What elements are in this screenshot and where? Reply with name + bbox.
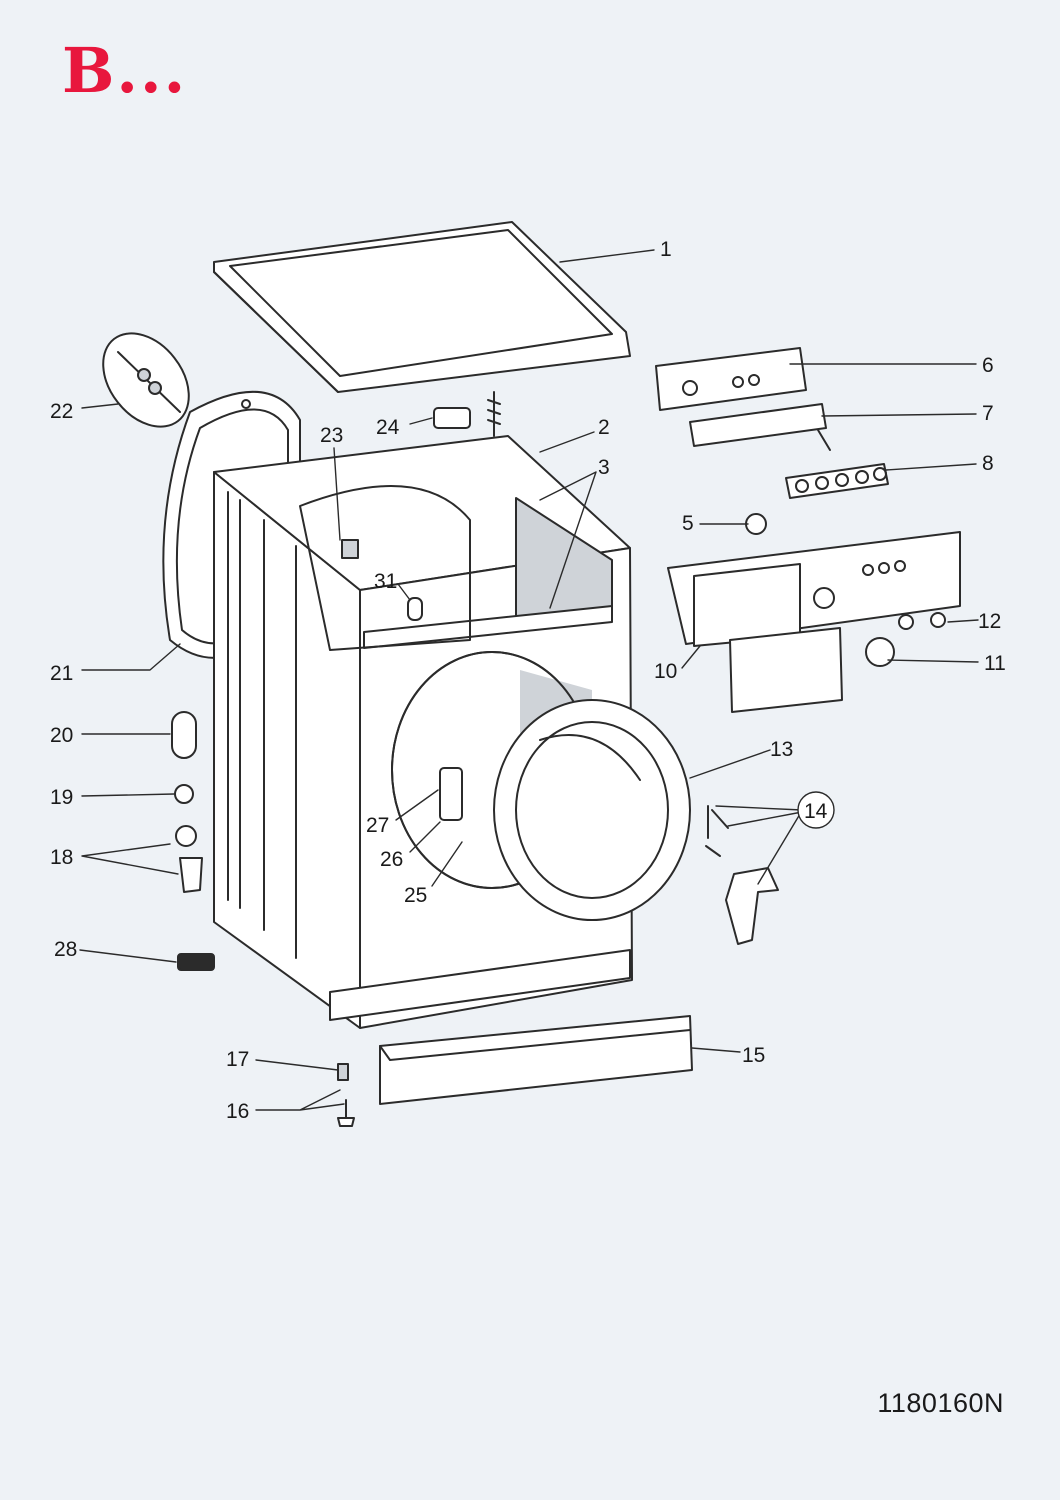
callout-13: 13 <box>770 738 793 761</box>
callout-labels: 1 2 3 5 6 7 8 10 11 12 13 14 15 16 17 18… <box>50 238 1006 1123</box>
callout-14: 14 <box>804 800 828 823</box>
door-latch-part <box>439 767 463 821</box>
inlet-hose-part <box>102 332 190 428</box>
callout-5: 5 <box>682 512 694 535</box>
seal-part <box>171 711 197 759</box>
hinge-set-part <box>705 805 779 945</box>
callout-25: 25 <box>404 884 427 907</box>
door-part <box>493 699 691 921</box>
button-strip-part <box>785 463 889 499</box>
foot-part <box>337 1099 355 1127</box>
callout-28: 28 <box>54 938 77 961</box>
callout-circle-14 <box>797 791 835 829</box>
callout-6: 6 <box>982 354 994 377</box>
leader-lines <box>79 249 979 1111</box>
callout-26: 26 <box>380 848 403 871</box>
bung-part <box>174 784 194 804</box>
top-panel-part <box>213 221 631 393</box>
pump-cap-part <box>179 857 203 893</box>
document-code: 1180160N <box>877 1388 1004 1418</box>
knob-small-part <box>745 513 767 535</box>
callout-18: 18 <box>50 846 73 869</box>
callout-20: 20 <box>50 724 73 747</box>
callout-12: 12 <box>978 610 1001 633</box>
control-board-part <box>689 403 831 451</box>
foot-pad-part <box>337 1063 349 1081</box>
detergent-drawer-panel-part <box>667 531 961 713</box>
callout-3: 3 <box>598 456 610 479</box>
console-panel-part <box>655 347 807 411</box>
bracket-part <box>175 825 197 847</box>
connector-part <box>177 953 215 971</box>
callout-23: 23 <box>320 424 343 447</box>
callout-24: 24 <box>376 416 400 439</box>
callout-31: 31 <box>374 570 397 593</box>
callout-1: 1 <box>660 238 672 261</box>
hinge-part <box>341 539 359 559</box>
program-knob-part <box>865 637 895 667</box>
plinth-part <box>379 1015 693 1105</box>
callout-10: 10 <box>654 660 677 683</box>
callout-15: 15 <box>742 1044 765 1067</box>
filter-part <box>433 407 471 429</box>
spring-part <box>487 391 501 437</box>
callout-19: 19 <box>50 786 73 809</box>
callout-7: 7 <box>982 402 994 425</box>
callout-8: 8 <box>982 452 994 475</box>
callout-2: 2 <box>598 416 610 439</box>
button-cap-part-2 <box>930 612 946 628</box>
brand-logo: B... <box>62 34 188 107</box>
callout-27: 27 <box>366 814 389 837</box>
button-cap-part <box>898 614 914 630</box>
callout-11: 11 <box>984 652 1006 675</box>
clip-part <box>407 597 423 621</box>
callout-17: 17 <box>226 1048 249 1071</box>
callout-21: 21 <box>50 662 73 685</box>
callout-16: 16 <box>226 1100 249 1123</box>
callout-22: 22 <box>50 400 73 423</box>
